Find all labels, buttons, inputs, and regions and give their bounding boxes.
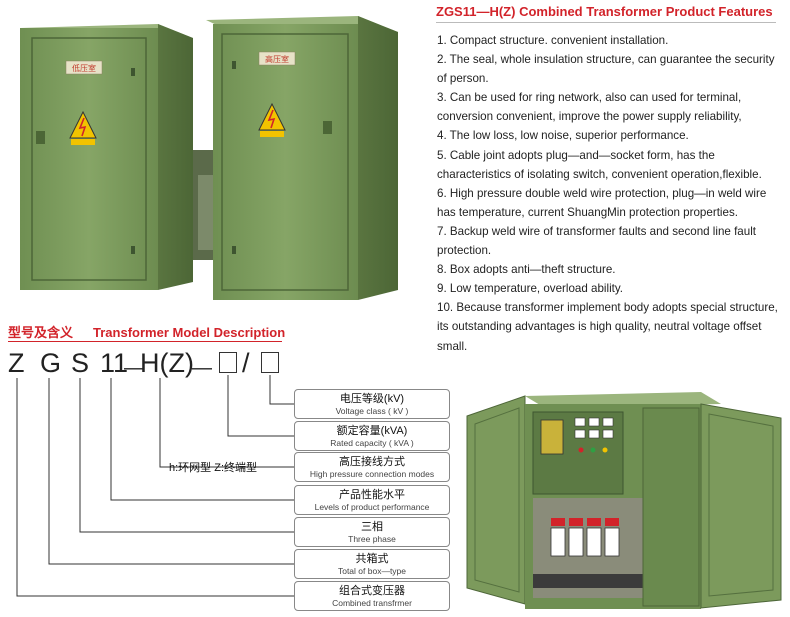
- label-three-phase: 三相 Three phase: [294, 517, 450, 547]
- left-door-label: 低压室: [72, 63, 96, 73]
- code-letter-s: S: [71, 348, 90, 378]
- feature-item: 2. The seal, whole insulation structure,…: [437, 53, 775, 86]
- feature-item: 9. Low temperature, overload ability.: [437, 282, 624, 296]
- connection-type-note: h:环网型 Z:终端型: [169, 462, 258, 474]
- feature-item: 8. Box adopts anti—theft structure.: [437, 263, 616, 277]
- label-combined-transformer: 组合式变压器 Combined transfrmer: [294, 581, 450, 611]
- code-slash: /: [242, 348, 250, 378]
- capacity-box: [219, 352, 237, 373]
- code-hz: H(Z): [140, 348, 194, 378]
- model-heading: 型号及含义 Transformer Model Description: [8, 322, 285, 341]
- features-list: 1. Compact structure. convenient install…: [437, 31, 782, 356]
- feature-item: 7. Backup weld wire of transformer fault…: [437, 224, 756, 258]
- label-connection-modes: 高压接线方式 High pressure connection modes: [294, 452, 450, 482]
- code-letter-g: G: [40, 348, 62, 378]
- feature-item: 1. Compact structure. convenient install…: [437, 34, 669, 47]
- code-letter-z: Z: [8, 348, 25, 378]
- feature-item: 3. Can be used for ring network, also ca…: [437, 91, 742, 124]
- model-heading-en: Transformer Model Description: [93, 325, 286, 340]
- feature-item: 5. Cable joint adopts plug—and—socket fo…: [437, 148, 762, 181]
- feature-item: 10. Because transformer implement body a…: [437, 301, 778, 353]
- product-photo-top: 低压室 高压室: [20, 16, 398, 300]
- right-door-label: 高压室: [265, 54, 289, 64]
- warning-sign-icon: [69, 110, 97, 139]
- features-title: ZGS11—H(Z) Combined Transformer Product …: [436, 4, 773, 19]
- feature-item: 4. The low loss, low noise, superior per…: [437, 129, 689, 143]
- model-heading-underline: [8, 341, 282, 342]
- feature-item: 6. High pressure double weld wire protec…: [437, 186, 767, 219]
- code-dash: —: [192, 357, 212, 379]
- label-rated-capacity: 额定容量(kVA) Rated capacity ( kVA ): [294, 421, 450, 451]
- right-cabinet-front: [213, 24, 358, 300]
- features-divider: [436, 22, 776, 23]
- voltage-box: [261, 352, 279, 373]
- label-box-type: 共箱式 Total of box—type: [294, 549, 450, 579]
- label-voltage-class: 电压等级(kV) Voltage class ( kV ): [294, 389, 450, 419]
- warning-sign-icon: [258, 102, 286, 131]
- label-performance-level: 产品性能水平 Levels of product performance: [294, 485, 450, 515]
- model-heading-zh: 型号及含义: [8, 325, 74, 340]
- code-dash: —: [124, 357, 144, 379]
- code-number-11: 11: [100, 348, 129, 378]
- product-photo-open-cabinet: [466, 392, 782, 609]
